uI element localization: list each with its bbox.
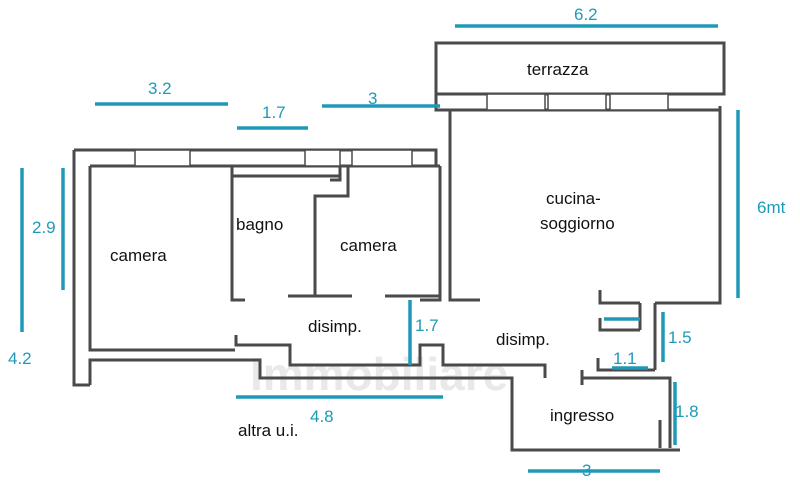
kitchen-right-wall (655, 106, 722, 305)
dim-hall-width: 4.8 (310, 407, 334, 426)
room-labels: terrazza camera bagno camera cucina- sog… (110, 60, 615, 440)
camera-mid-left-wall (313, 166, 352, 298)
room-cucina-line1: cucina- (546, 189, 601, 208)
window-camera-left (134, 149, 191, 167)
closet-bottom (596, 358, 655, 372)
camera-mid-right-wall (420, 166, 442, 302)
room-camera-left: camera (110, 246, 167, 265)
camera-left-walls (88, 166, 235, 352)
kitchen-bottom-wall (598, 290, 640, 305)
room-bagno: bagno (236, 215, 283, 234)
bagno-corner (330, 166, 342, 182)
dim-camera-left-width: 3.2 (148, 79, 172, 98)
room-disimp-left: disimp. (308, 317, 362, 336)
room-cucina-line2: soggiorno (540, 214, 615, 233)
window-kitchen-2 (547, 93, 607, 111)
dim-closet-height: 1.5 (668, 328, 692, 347)
dim-kitchen-height: 6mt (757, 198, 786, 217)
room-ingresso: ingresso (550, 406, 614, 425)
room-camera-mid: camera (340, 236, 397, 255)
ingresso-right-wall (582, 376, 672, 448)
dim-ingresso-height: 1.8 (675, 402, 699, 421)
room-terrazza: terrazza (527, 60, 589, 79)
dim-closet-width: 1.1 (613, 349, 637, 368)
closet-top (598, 318, 640, 332)
dim-disimp-height: 1.7 (415, 316, 439, 335)
window-bagno (304, 149, 341, 167)
dim-total-height: 4.2 (8, 349, 32, 368)
hall-upper-wall (234, 335, 547, 378)
watermark: Immobiliare (250, 348, 508, 400)
dim-camera-left-height: 2.9 (32, 218, 56, 237)
hall-lower-wall (88, 358, 680, 452)
dim-camera-mid-width: 3 (368, 89, 377, 108)
window-camera-mid (351, 149, 413, 167)
dim-bagno-width: 1.7 (262, 103, 286, 122)
windows (134, 93, 669, 167)
window-kitchen-1 (486, 93, 546, 111)
dimension-labels: 6.2 3.2 1.7 3 6mt 2.9 4.2 1.7 4.8 1.5 1.… (8, 5, 786, 480)
outer-left-wall (72, 150, 90, 387)
room-disimp-right: disimp. (496, 330, 550, 349)
window-kitchen-3 (609, 93, 669, 111)
walls (72, 41, 726, 452)
dim-terrazza-width: 6.2 (574, 5, 598, 24)
dim-ingresso-width: 3 (582, 461, 591, 480)
outer-top-wall (74, 148, 438, 165)
kitchen-left-wall (434, 94, 480, 302)
bagno-left-wall (230, 166, 245, 302)
dimension-lines (20, 24, 740, 473)
room-altra-ui: altra u.i. (238, 421, 298, 440)
